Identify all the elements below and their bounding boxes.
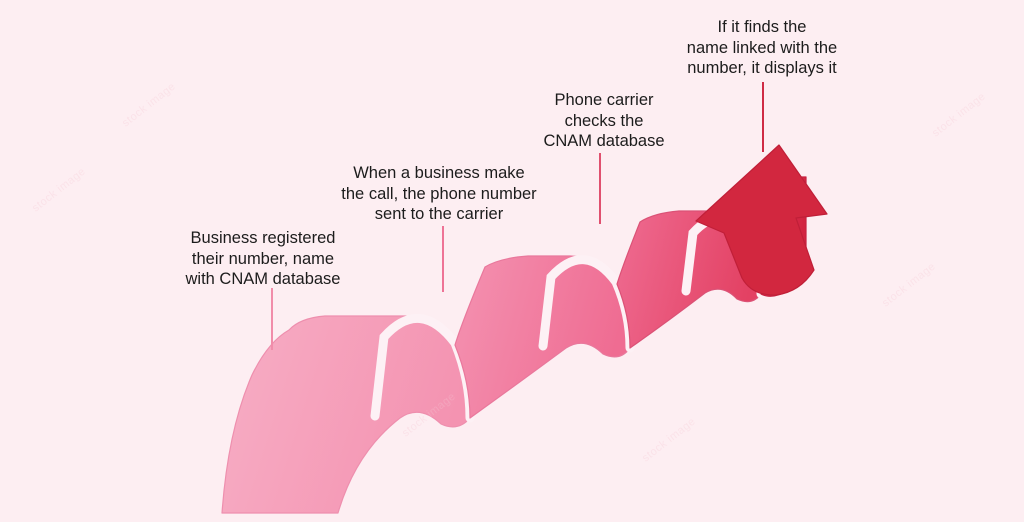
segment-face-1: [221, 315, 471, 514]
segment-call-made: [454, 255, 635, 419]
segment-display-name: [695, 144, 828, 297]
callout-business-registers: Business registered their number, name w…: [185, 229, 341, 288]
segment-registration: [221, 314, 475, 514]
callout-business-makes-call: When a business make the call, the phone…: [341, 164, 537, 223]
callout-carrier-checks-db: Phone carrier checks the CNAM database: [543, 91, 665, 150]
callout-name-displayed: If it finds the name linked with the num…: [686, 18, 838, 77]
arrow-head: [695, 144, 828, 296]
